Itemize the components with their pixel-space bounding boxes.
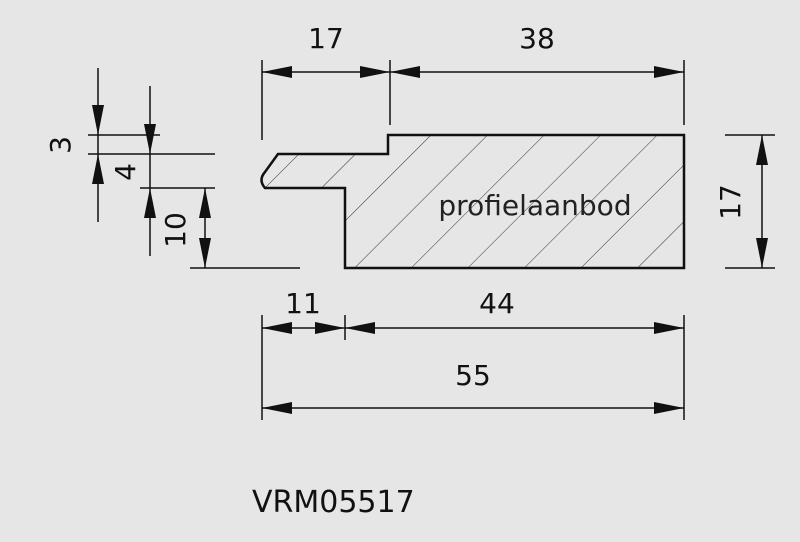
watermark-text: profielaanbod <box>438 189 631 222</box>
left-dimensions: 3 4 10 <box>44 68 300 269</box>
dim-38-top: 38 <box>519 22 555 55</box>
dim-4-left: 4 <box>109 163 142 181</box>
product-code: VRM05517 <box>252 485 415 520</box>
dim-44-bottom: 44 <box>479 287 515 320</box>
dim-17-right: 17 <box>714 184 747 220</box>
dim-55-overall: 55 <box>455 359 491 392</box>
dim-11-bottom: 11 <box>285 287 321 320</box>
dim-3-left: 3 <box>44 136 77 154</box>
dim-17-top: 17 <box>308 22 344 55</box>
dim-10-left: 10 <box>159 212 192 248</box>
right-dimension: 17 <box>714 134 775 269</box>
top-dimensions: 17 38 <box>261 22 685 140</box>
bottom-dimensions: 11 44 55 <box>261 287 685 420</box>
profile-cross-section <box>260 133 686 270</box>
